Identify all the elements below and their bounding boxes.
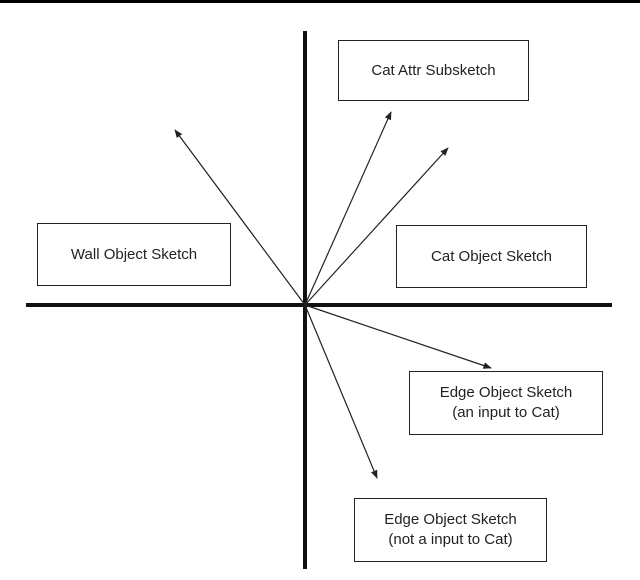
cat-attr-subsketch-box: Cat Attr Subsketch [338, 40, 529, 101]
cat-object-sketch-label: Cat Object Sketch [431, 247, 552, 265]
cat-attr-subsketch-label: Cat Attr Subsketch [371, 61, 496, 79]
arrow-to-edge-object-not-input [304, 304, 378, 479]
edge-object-input-subtitle: (an input to Cat) [452, 404, 560, 421]
wall-object-sketch-label: Wall Object Sketch [70, 245, 198, 263]
cat-object-sketch-box: Cat Object Sketch [396, 225, 587, 288]
edge-object-input-title: Edge Object Sketch [439, 384, 573, 401]
edge-object-not-input-box: Edge Object Sketch (not a input to Cat) [354, 498, 547, 562]
edge-object-not-input-title: Edge Object Sketch [384, 511, 517, 528]
arrow-to-edge-object-input [304, 304, 492, 369]
wall-object-sketch-box: Wall Object Sketch [37, 223, 231, 286]
edge-object-not-input-subtitle: (not a input to Cat) [388, 531, 513, 548]
arrow-to-upper-left [174, 129, 306, 306]
arrow-to-upper-right [304, 147, 449, 306]
arrow-to-cat-attr-subsketch [304, 111, 392, 306]
edge-object-input-box: Edge Object Sketch (an input to Cat) [409, 371, 603, 435]
